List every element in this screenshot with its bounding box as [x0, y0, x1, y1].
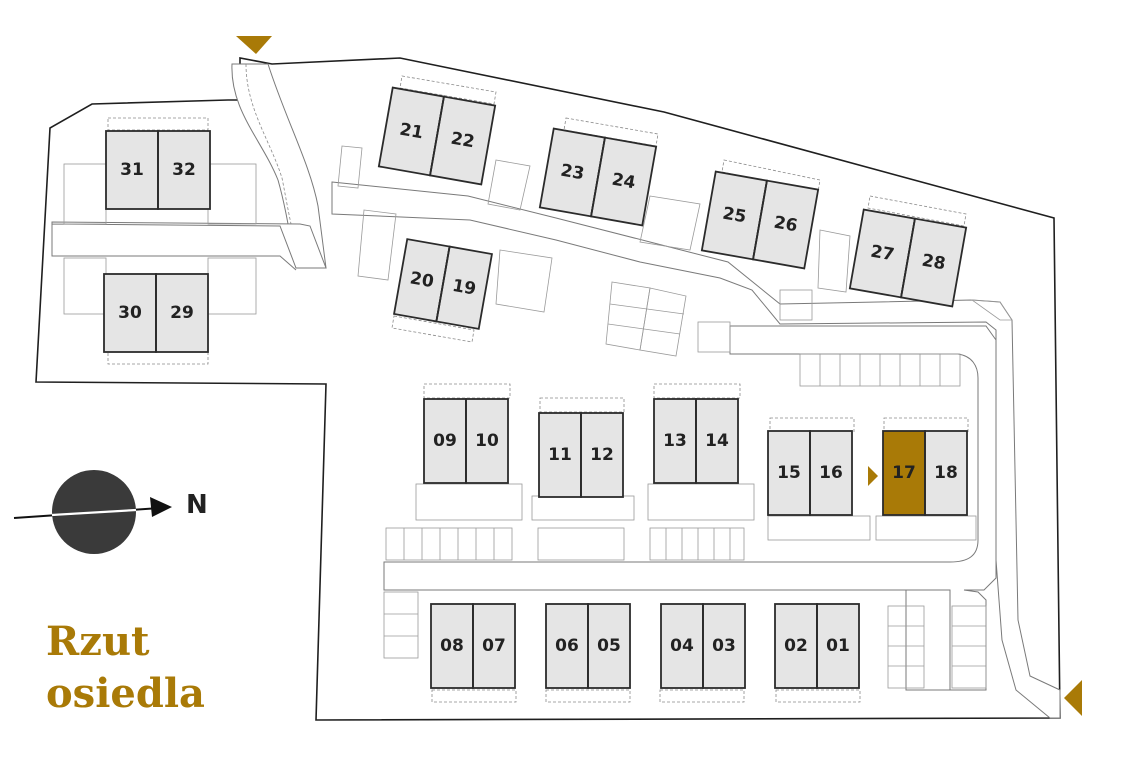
lot-01[interactable] [816, 603, 860, 689]
lot-pair-11-12: 11 12 [538, 412, 624, 498]
lot-divider [900, 218, 916, 298]
lot-pair-13-14: 13 14 [653, 398, 739, 484]
compass [13, 470, 172, 554]
lot-label: 20 [408, 268, 435, 292]
parking-area-east [799, 353, 961, 387]
lot-label: 27 [869, 242, 896, 266]
lot-label: 08 [440, 636, 464, 656]
lot-pair-08-07: 08 07 [430, 603, 516, 689]
road-west [51, 221, 327, 271]
lot-07[interactable] [472, 603, 516, 689]
lot-32[interactable] [157, 130, 211, 210]
lot-02[interactable] [774, 603, 818, 689]
lot-label: 26 [772, 213, 799, 237]
map-title-line-1: Rzut [46, 618, 150, 665]
lot-label: 22 [449, 129, 476, 153]
lot-04[interactable] [660, 603, 704, 689]
entrance-arrow-north [236, 36, 272, 54]
lot-label: 02 [784, 636, 808, 656]
lot-label: 24 [610, 170, 637, 194]
lot-label: 32 [172, 160, 196, 180]
lot-05[interactable] [587, 603, 631, 689]
lot-label: 01 [826, 636, 850, 656]
lot-label: 04 [670, 636, 694, 656]
lot-pair-04-03: 04 03 [660, 603, 746, 689]
lot-divider [752, 180, 768, 260]
lot-08[interactable] [430, 603, 474, 689]
lot-pair-23-24: 23 24 [538, 127, 658, 227]
lot-17-highlighted[interactable] [882, 430, 926, 516]
lot-29[interactable] [155, 273, 209, 353]
lot-label: 17 [892, 463, 916, 483]
lot-divider [435, 246, 451, 322]
parking-area-south [383, 527, 987, 689]
map-title: Rzut osiedla [46, 616, 205, 720]
entrance-arrow-east [1064, 680, 1082, 716]
parking-area-north [605, 281, 813, 357]
lot-label: 07 [482, 636, 506, 656]
lot-pair-27-28: 27 28 [848, 208, 968, 308]
lot-12[interactable] [580, 412, 624, 498]
lot-pair-06-05: 06 05 [545, 603, 631, 689]
north-arrow-icon [150, 497, 172, 517]
estate-boundary [35, 57, 1061, 721]
lot-pair-25-26: 25 26 [700, 170, 820, 270]
lot-label: 31 [120, 160, 144, 180]
lot-09[interactable] [423, 398, 467, 484]
lot-14[interactable] [695, 398, 739, 484]
lot-divider [429, 96, 445, 176]
lot-15[interactable] [767, 430, 811, 516]
lot-pair-21-22: 21 22 [377, 86, 497, 186]
lot-13[interactable] [653, 398, 697, 484]
lot-18[interactable] [924, 430, 968, 516]
lot-label: 13 [663, 431, 687, 451]
lot-label: 09 [433, 431, 457, 451]
lot-label: 12 [590, 445, 614, 465]
lot-06[interactable] [545, 603, 589, 689]
lot-pair-30-29: 30 29 [103, 273, 209, 353]
yard-outlines [63, 145, 1013, 541]
lot-label: 03 [712, 636, 736, 656]
lot-label: 18 [934, 463, 958, 483]
lot-label: 21 [398, 120, 425, 144]
lot-pair-31-32: 31 32 [105, 130, 211, 210]
lot-label: 11 [548, 445, 572, 465]
entrance-arrow-lot-17 [868, 466, 878, 486]
compass-north-label: N [186, 490, 208, 520]
lot-label: 15 [777, 463, 801, 483]
lot-31[interactable] [105, 130, 159, 210]
lot-11[interactable] [538, 412, 582, 498]
lot-label: 10 [475, 431, 499, 451]
lot-label: 14 [705, 431, 729, 451]
lot-30[interactable] [103, 273, 157, 353]
lot-label: 28 [920, 251, 947, 275]
lot-label: 23 [559, 161, 586, 185]
lot-label: 16 [819, 463, 843, 483]
lot-label: 29 [170, 303, 194, 323]
lot-label: 25 [721, 204, 748, 228]
driveway-curb-line [245, 63, 303, 263]
road-south-spur [905, 589, 951, 691]
map-title-line-2: osiedla [46, 670, 205, 717]
lot-label: 05 [597, 636, 621, 656]
lot-label: 19 [451, 276, 478, 300]
road-main-upper [331, 181, 1061, 719]
road-inner-block [383, 325, 997, 691]
lot-10[interactable] [465, 398, 509, 484]
lot-label: 06 [555, 636, 579, 656]
lot-label: 30 [118, 303, 142, 323]
lot-pair-02-01: 02 01 [774, 603, 860, 689]
lot-divider [590, 137, 606, 217]
lot-pair-09-10: 09 10 [423, 398, 509, 484]
lot-16[interactable] [809, 430, 853, 516]
